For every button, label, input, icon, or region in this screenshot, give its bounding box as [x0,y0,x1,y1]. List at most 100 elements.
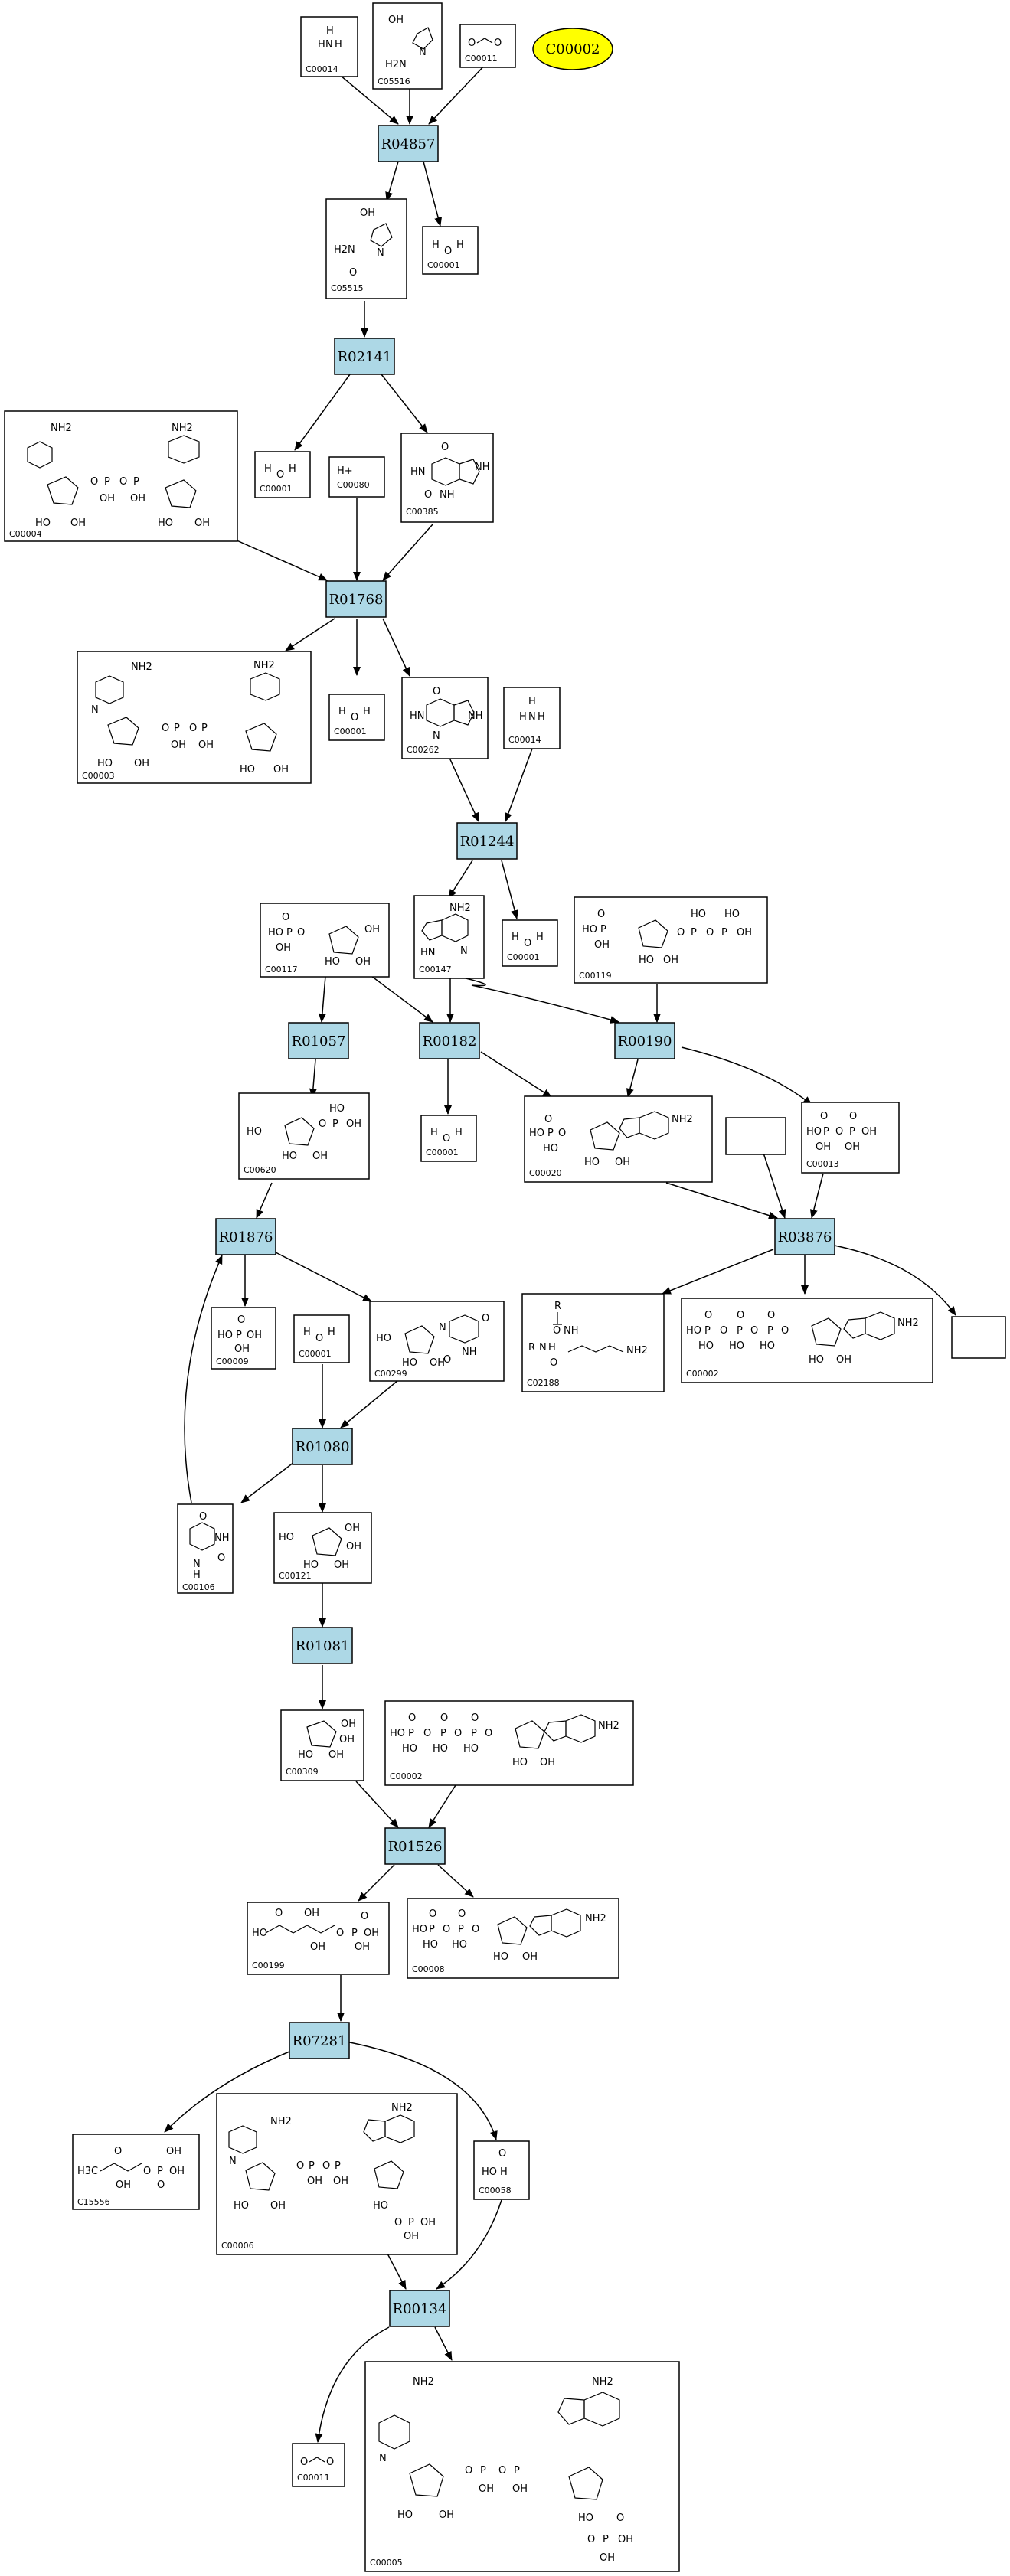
reaction-node[interactable]: R01768 [325,580,387,618]
svg-text:C00002: C00002 [545,41,600,57]
compound-box[interactable]: H O H C00001 [254,451,311,498]
svg-text:O: O [433,686,440,697]
svg-text:C00003: C00003 [82,771,115,781]
reaction-node[interactable]: R01244 [456,822,518,860]
compound-box[interactable]: O O HO P O P O HO HO NH2 HO OH C00008 [407,1898,619,1979]
svg-text:C00002: C00002 [390,1771,423,1781]
empty-compound-box[interactable] [951,1316,1006,1359]
svg-text:R01876: R01876 [219,1229,273,1246]
compound-box[interactable]: H O H C00001 [502,919,558,967]
svg-text:P: P [603,2534,609,2545]
compound-box[interactable]: OH HO OH HO OH C00121 [273,1512,372,1584]
compound-box[interactable]: O O C00011 [292,2443,345,2487]
highlight-compound[interactable]: C00002 [532,28,613,70]
compound-box[interactable]: H O H C00001 [420,1115,477,1162]
svg-text:O: O [597,909,605,920]
svg-text:O: O [498,2148,506,2160]
svg-text:P: P [849,1126,855,1138]
compound-box[interactable]: O O O HO P O P O P O HO HO HO NH2 HO OH … [384,1700,634,1786]
svg-text:R01081: R01081 [296,1638,350,1654]
svg-text:O: O [351,712,358,723]
svg-text:OH: OH [439,2509,454,2521]
svg-text:H: H [430,1127,438,1138]
svg-text:H: H [456,240,464,251]
reaction-node[interactable]: R00182 [419,1022,480,1059]
reaction-node[interactable]: R01876 [215,1218,276,1255]
svg-text:HO: HO [234,2200,249,2212]
compound-box[interactable]: O HN NH O NH C00385 [400,433,494,523]
compound-box[interactable]: R O NH R N H NH2 O C02188 [521,1293,665,1392]
svg-text:R: R [554,1301,561,1312]
svg-text:R01768: R01768 [329,592,384,608]
compound-box[interactable]: O HO P OH OH C00009 [211,1307,276,1370]
svg-text:NH2: NH2 [592,2376,613,2388]
compound-box[interactable]: NH2 N O P O P OH OH NH2 HO OH HO OH C000… [77,651,312,784]
edge [505,748,533,822]
compound-box[interactable]: O O O HO P O P O P O HO HO HO NH2 HO OH … [681,1298,933,1383]
compound-box[interactable]: O HO P O HO NH2 HO OH C00020 [524,1095,713,1183]
compound-box[interactable]: H H N H C00014 [300,16,358,77]
svg-text:HO: HO [412,1924,427,1935]
compound-box[interactable]: O HN NH N C00262 [401,677,489,759]
edge [428,62,488,125]
compound-box[interactable]: NH2 O P O P OH OH NH2 HO OH HO OH C00004 [4,410,238,542]
edge [355,1781,399,1828]
reaction-node[interactable]: R01080 [292,1428,353,1465]
svg-text:O: O [524,938,531,949]
compound-box[interactable]: O N HO NH O HO OH C00299 [369,1301,505,1382]
svg-text:O: O [494,38,502,49]
reaction-node[interactable]: R03876 [774,1218,835,1255]
compound-box[interactable]: NH2 N O P O P OH OH NH2 HO OH HO O P OH … [216,2093,458,2255]
reaction-node[interactable]: R01526 [384,1827,446,1865]
compound-box[interactable]: OH OH HO OH C00309 [280,1709,364,1781]
compound-box[interactable]: H+ C00080 [328,456,385,498]
compound-box[interactable]: NH2 N O P O P OH OH NH2 HO OH HO O O P O… [364,2361,680,2572]
svg-text:OH: OH [522,1951,538,1963]
svg-text:O: O [361,1911,368,1922]
svg-text:H: H [193,1569,201,1581]
svg-text:O: O [750,1325,758,1337]
compound-box[interactable]: O O HO P O P OH OH OH C00013 [801,1102,900,1174]
compound-box[interactable]: OH N H2N O C05515 [325,198,407,299]
reaction-node[interactable]: R07281 [289,2022,350,2059]
reaction-node[interactable]: R00134 [389,2290,450,2327]
compound-box[interactable]: O HO P OH HO HO O P O P OH HO OH C00119 [574,896,768,984]
svg-text:HO: HO [582,924,597,935]
svg-text:O: O [199,1511,207,1523]
reaction-node[interactable]: R02141 [334,338,395,375]
svg-text:OH: OH [836,1354,851,1366]
reaction-node[interactable]: R01081 [292,1627,353,1664]
compound-box[interactable]: H O H C00001 [293,1314,350,1363]
svg-text:HO: HO [543,1143,558,1154]
reaction-node[interactable]: R00190 [614,1022,675,1059]
reaction-node[interactable]: R04857 [378,125,439,162]
empty-compound-box[interactable] [725,1117,786,1155]
edge [681,1046,812,1105]
compound-box[interactable]: O OH O HO O P OH OH OH C00199 [247,1902,390,1975]
svg-text:NH2: NH2 [413,2376,434,2388]
svg-text:HO: HO [686,1325,701,1337]
reaction-node[interactable]: R01057 [288,1022,349,1059]
svg-text:H: H [528,696,536,707]
compound-box[interactable]: O HO P O OH OH HO OH C00117 [260,903,390,978]
edge [294,374,351,451]
compound-box[interactable]: H H N H C00014 [503,687,561,749]
compound-box[interactable]: O NH O N H C00106 [177,1503,234,1594]
edge [834,1245,956,1316]
svg-text:N: N [377,247,384,259]
svg-text:HO: HO [390,1728,405,1739]
compound-box[interactable]: NH2 HN N C00147 [413,895,485,979]
compound-box[interactable]: H O H C00001 [422,226,479,275]
compound-box[interactable]: O HO H C00058 [473,2140,530,2200]
compound-box[interactable]: HO O P OH HO HO OH C00620 [238,1092,370,1180]
compound-box[interactable]: H O H C00001 [328,694,385,741]
svg-text:HO: HO [329,1103,345,1115]
compound-box[interactable]: O OH H3C O P OH OH O C15556 [72,2134,200,2210]
compound-box[interactable]: OH N H2N C05516 [372,2,443,90]
svg-text:HO: HO [433,1743,448,1755]
svg-text:H: H [548,1342,556,1353]
svg-text:HO: HO [376,1333,391,1344]
svg-text:O: O [558,1128,566,1139]
compound-box[interactable]: O O C00011 [459,24,516,68]
svg-text:NH2: NH2 [626,1345,648,1357]
